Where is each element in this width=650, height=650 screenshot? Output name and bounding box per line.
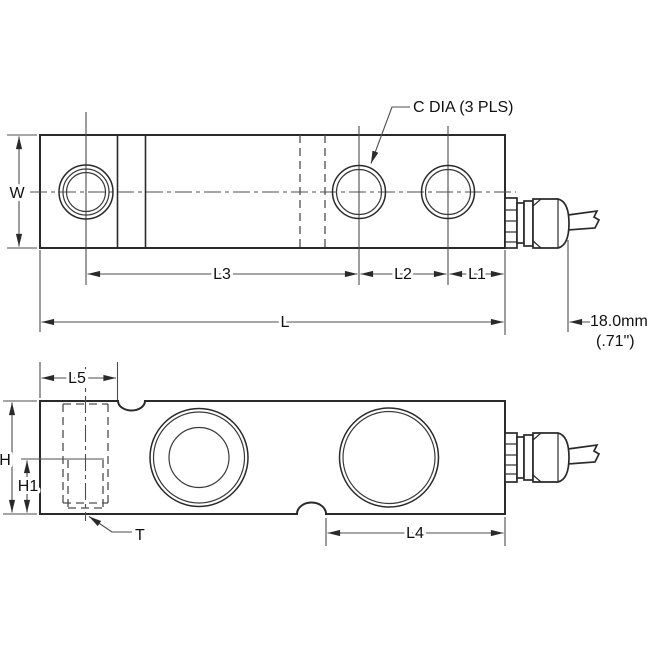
bolt-hole-2-outer-ring xyxy=(420,164,476,220)
counterbore-right-inner-ring xyxy=(342,410,436,505)
side-view-outline xyxy=(39,400,506,515)
gland-nut-body-top xyxy=(532,198,570,249)
dim-l5: L5 xyxy=(39,362,119,400)
t-callout: T xyxy=(88,516,148,547)
counterbore-right-outer-ring xyxy=(338,407,440,508)
dimensions-top-view: W L3 L2 L1 L 18.0mm (.71") xyxy=(6,96,650,353)
threaded-hole-middle-ring xyxy=(62,168,110,216)
dim-l1-label: L1 xyxy=(468,266,486,283)
counterbore-left-outer-ring xyxy=(149,407,249,508)
counterbore-left-inner-ring xyxy=(152,411,246,504)
dim-l: L xyxy=(39,250,506,335)
counterbore-right xyxy=(338,407,440,508)
dim-l2-label: L2 xyxy=(394,266,412,283)
dim-h1-label: H1 xyxy=(18,478,39,495)
dim-w: W xyxy=(6,134,37,249)
dim-l4-label: L4 xyxy=(406,525,424,542)
gland-nut-chamfer-top xyxy=(532,198,542,249)
gland-washer-top xyxy=(516,202,525,244)
threaded-hole-outer-ring xyxy=(58,164,114,220)
bolt-hole-2 xyxy=(420,164,476,220)
top-view xyxy=(30,112,601,285)
dim-l4: L4 xyxy=(325,517,506,546)
side-view xyxy=(21,367,601,521)
threaded-hole-inner-ring xyxy=(65,171,107,213)
dim-cable-protrusion: 18.0mm (.71") xyxy=(567,240,650,353)
dim-h-label: H xyxy=(0,452,11,469)
cable-side-view xyxy=(567,443,601,465)
dim-l3: L3 xyxy=(87,263,358,286)
hidden-threaded-hole-side xyxy=(21,403,109,509)
gland-nut-chamfer-side xyxy=(532,432,542,483)
gland-washer-side xyxy=(516,436,525,479)
c-dia-leader xyxy=(370,106,410,164)
bolt-hole-1-outer-ring xyxy=(331,164,387,220)
gland-thread-stack-side xyxy=(504,432,518,483)
gland-nut-body-side xyxy=(532,432,570,483)
dim-cable-label-mm: 18.0mm xyxy=(590,313,648,330)
dim-cable-label-in: (.71") xyxy=(596,333,635,350)
dim-h1: H1 xyxy=(15,460,41,513)
threaded-hole xyxy=(58,164,114,220)
dim-l2: L2 xyxy=(360,263,447,286)
bolt-hole-1 xyxy=(331,164,387,220)
counterbore-left-bore xyxy=(168,426,230,489)
dim-h: H xyxy=(0,400,37,515)
c-dia-label: C DIA (3 PLS) xyxy=(413,99,513,116)
dim-l1: L1 xyxy=(449,263,504,286)
gland-nut-cap-top xyxy=(523,200,534,247)
t-leader xyxy=(88,516,132,533)
dim-l-label: L xyxy=(281,314,290,331)
t-label: T xyxy=(135,527,145,544)
dim-l5-label: L5 xyxy=(68,370,86,387)
gland-nut-cap-side xyxy=(523,434,534,481)
bolt-hole-1-inner-ring xyxy=(335,168,383,216)
counterbore-left xyxy=(149,407,249,508)
dim-l3-label: L3 xyxy=(213,266,231,283)
bolt-hole-2-inner-ring xyxy=(424,168,472,216)
dim-w-label: W xyxy=(9,185,25,202)
cable-gland-top-view xyxy=(504,197,601,249)
dimensions-side-view: L5 H H1 L4 T xyxy=(0,362,506,547)
cable-top-view xyxy=(567,209,601,231)
cable-gland-side-view xyxy=(504,432,601,483)
c-dia-callout: C DIA (3 PLS) xyxy=(370,96,516,164)
gland-thread-stack-top xyxy=(504,197,518,249)
